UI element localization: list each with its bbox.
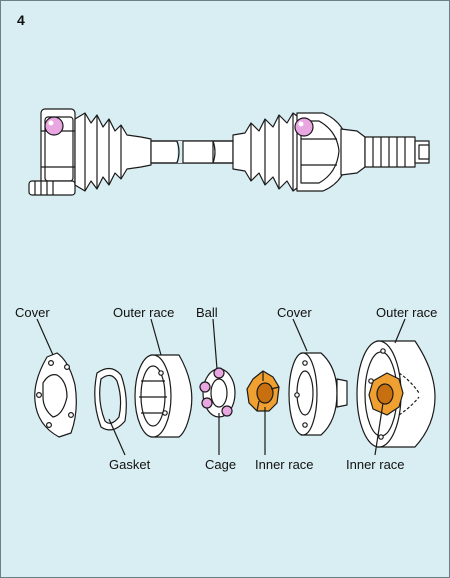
right-boot: [232, 112, 302, 192]
outer-race-right-part: [356, 340, 436, 448]
ball-icon: [294, 117, 314, 137]
inner-race-left-part: [246, 370, 280, 412]
left-joint-housing: [28, 108, 76, 196]
ball-icon: [199, 381, 211, 393]
label-cover-right: Cover: [277, 305, 312, 320]
left-boot: [74, 112, 152, 192]
label-ball: Ball: [196, 305, 218, 320]
label-outer-race-left: Outer race: [113, 305, 175, 320]
label-cover-left: Cover: [15, 305, 50, 320]
ball-icon: [201, 397, 213, 409]
leader-lines: [36, 318, 406, 456]
label-cage: Cage: [205, 457, 237, 472]
gasket-part: [94, 367, 127, 431]
step-number: 4: [17, 12, 25, 28]
splined-stub-shaft: [364, 136, 430, 168]
assembled-drive-shaft: [28, 108, 430, 196]
label-inner-race-left: Inner race: [255, 457, 314, 472]
outer-race-left-part: [134, 354, 193, 438]
label-outer-race-right: Outer race: [376, 305, 438, 320]
cover-right-part: [288, 352, 348, 436]
label-gasket: Gasket: [109, 457, 151, 472]
cage-part: [199, 367, 236, 418]
ball-icon: [213, 367, 225, 379]
cover-left-part: [34, 352, 77, 438]
label-inner-race-right: Inner race: [346, 457, 405, 472]
ball-icon: [221, 405, 233, 417]
right-joint-housing: [294, 112, 366, 192]
ball-icon: [44, 116, 64, 136]
